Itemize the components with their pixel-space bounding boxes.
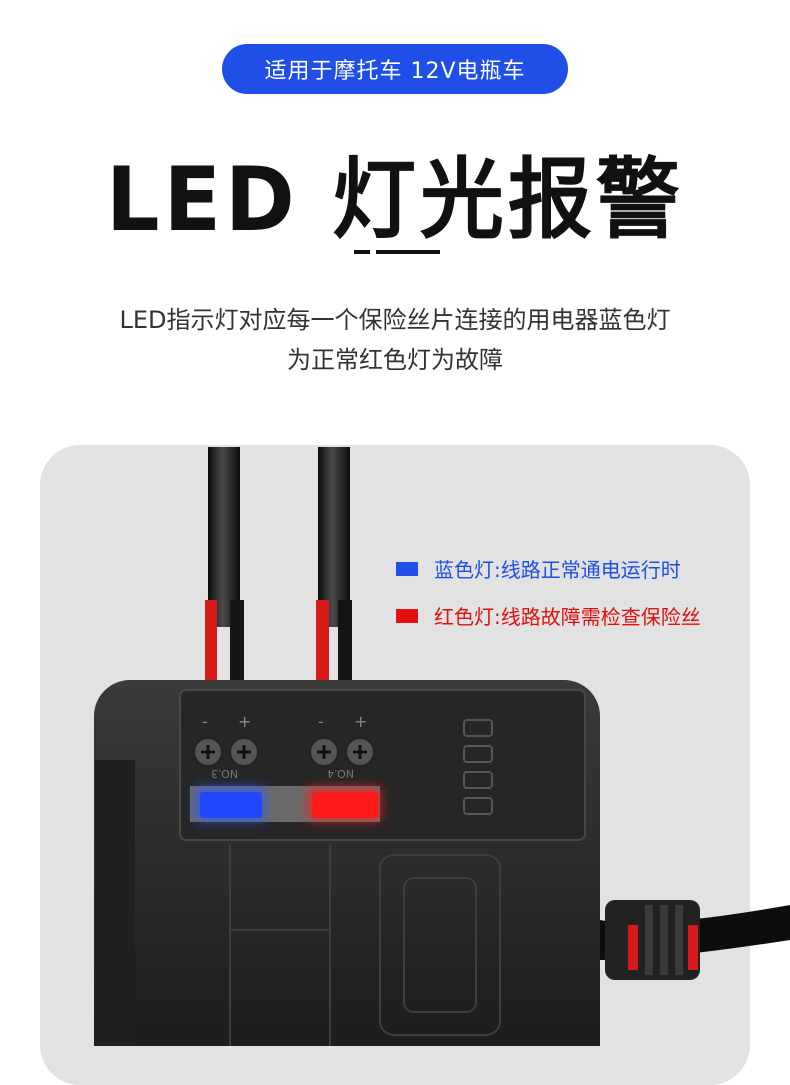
port-3-plus: + — [238, 712, 251, 731]
description-line-1: LED指示灯对应每一个保险丝片连接的用电器蓝色灯 — [119, 306, 671, 334]
blue-led — [200, 792, 262, 818]
port-4-label: NO.4 — [327, 767, 354, 780]
port-4-minus: - — [318, 712, 324, 731]
port-3-label: NO.3 — [211, 767, 238, 780]
body-embossing — [229, 845, 501, 1046]
fuse-slots — [463, 719, 493, 815]
legend-red: 红色灯:线路故障需检查保险丝 — [396, 601, 701, 630]
red-square-icon — [396, 608, 418, 623]
compatibility-badge: 适用于摩托车 12V电瓶车 — [222, 44, 568, 94]
divider-dash-long — [376, 250, 440, 254]
side-connector — [600, 900, 790, 980]
legend-blue: 蓝色灯:线路正常通电运行时 — [396, 554, 681, 583]
red-led — [312, 792, 378, 818]
legend-red-label: 红色灯:线路故障需检查保险丝 — [434, 605, 701, 629]
cable-left — [205, 447, 244, 692]
fuse-box-illustration: - + - + NO.3 NO.4 — [94, 447, 790, 1046]
cable-right — [316, 447, 352, 692]
headline: LED 灯光报警 — [106, 147, 684, 251]
compatibility-badge-text: 适用于摩托车 12V电瓶车 — [264, 59, 526, 84]
port-3-minus: - — [202, 712, 208, 731]
description-line-2: 为正常红色灯为故障 — [287, 346, 503, 374]
blue-square-icon — [396, 561, 418, 576]
legend-blue-label: 蓝色灯:线路正常通电运行时 — [434, 558, 681, 582]
port-4-plus: + — [354, 712, 367, 731]
divider-dash-short — [354, 250, 370, 254]
